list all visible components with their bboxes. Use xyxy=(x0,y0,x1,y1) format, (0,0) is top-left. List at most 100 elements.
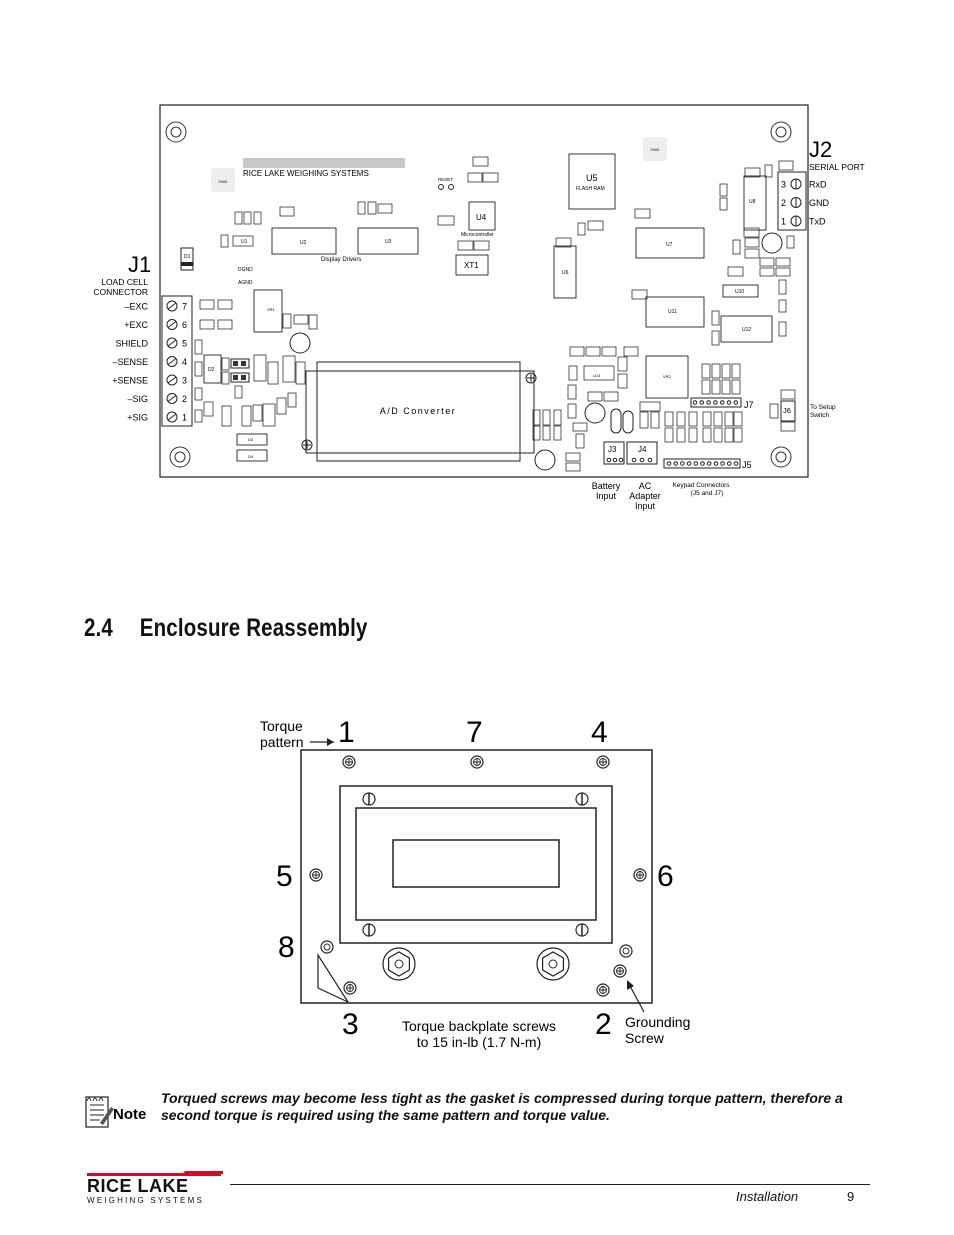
j1-pin-number: 5 xyxy=(182,339,187,349)
rice-lake-logo: RICE LAKE WEIGHING SYSTEMS xyxy=(87,1171,223,1205)
j1-pin-label: +EXC xyxy=(124,320,148,330)
grounding-screw-label: Screw xyxy=(625,1030,665,1046)
backplate-instruction: to 15 in-lb (1.7 N-m) xyxy=(417,1034,541,1050)
j2-pin-number: 3 xyxy=(781,180,786,190)
j1-pin-number: 3 xyxy=(182,376,187,386)
j1-pin-label: +SENSE xyxy=(112,376,148,386)
torque-pattern-label: Torque xyxy=(260,718,303,734)
j1-title: J1 xyxy=(128,252,151,277)
backplate xyxy=(300,749,653,1004)
backplate-screw xyxy=(470,755,484,769)
j1-pin: 2–SIG xyxy=(127,393,187,404)
logo-wordmark: RICE LAKE xyxy=(87,1176,189,1196)
display-screw xyxy=(362,923,376,937)
ac-adapter-label: Adapter xyxy=(629,491,661,501)
backplate-screw xyxy=(342,755,356,769)
circuit-board-diagram: GND GND RICE LAKE WEIGHING SYSTEMS 7 –EXC… xyxy=(93,104,865,511)
svg-text:U8: U8 xyxy=(749,199,756,205)
cable-gland xyxy=(382,947,416,981)
display-frame xyxy=(339,785,613,944)
j2-pin: 2 GND xyxy=(781,197,830,208)
company-label: RICE LAKE WEIGHING SYSTEMS xyxy=(243,169,369,178)
backplate-screw xyxy=(343,981,357,995)
torque-number-4: 4 xyxy=(591,716,608,749)
svg-text:RESET: RESET xyxy=(438,177,453,182)
grounding-arrow xyxy=(629,985,645,1013)
torque-number-6: 6 xyxy=(657,860,674,893)
torque-number-3: 3 xyxy=(342,1008,359,1041)
svg-text:U11: U11 xyxy=(668,309,677,315)
gnd-pad-label: GND xyxy=(651,147,660,152)
j1-pins: 7–EXC6+EXC5SHIELD4–SENSE3+SENSE2–SIG1+SI… xyxy=(112,300,187,423)
j2-title: J2 xyxy=(809,137,832,162)
svg-text:Microcontroller: Microcontroller xyxy=(461,232,494,238)
ground-strap xyxy=(317,952,350,1004)
display-bezel xyxy=(355,807,597,921)
svg-text:DGND: DGND xyxy=(238,267,253,273)
note-label: Note xyxy=(113,1106,146,1123)
enclosure-torque-diagram: 1 7 4 5 6 8 3 2 Torque pattern Torque ba… xyxy=(260,716,690,1050)
display-screw xyxy=(362,792,376,806)
section-title: Enclosure Reassembly xyxy=(139,614,368,642)
j1-pin-label: –EXC xyxy=(124,302,148,312)
j1-connector xyxy=(161,295,193,427)
section-number: 2.4 xyxy=(84,614,113,642)
backplate-screw xyxy=(596,755,610,769)
svg-text:U2: U2 xyxy=(300,240,307,246)
svg-text:J7: J7 xyxy=(744,400,754,410)
footer-rule xyxy=(230,1184,870,1185)
setup-switch-label: To Setup xyxy=(810,404,836,411)
ground-screw xyxy=(320,940,334,954)
j1-pin: 3 +SENSE xyxy=(112,374,187,386)
note-icon: Note xyxy=(85,1096,146,1128)
j1-pin-label: –SIG xyxy=(127,394,148,404)
j2-pin-label: GND xyxy=(809,198,830,208)
j2-connector xyxy=(777,171,807,231)
backplate-screw xyxy=(309,868,323,882)
svg-text:XT1: XT1 xyxy=(464,261,479,270)
svg-text:J4: J4 xyxy=(638,445,647,454)
cable-gland xyxy=(536,947,570,981)
svg-text:Display Drivers: Display Drivers xyxy=(321,257,361,263)
j1-pin-number: 6 xyxy=(182,320,187,330)
battery-input-label: Input xyxy=(596,491,617,501)
display-screw xyxy=(575,792,589,806)
ac-adapter-label: AC xyxy=(639,481,652,491)
svg-text:U10: U10 xyxy=(735,289,744,295)
gnd-pad xyxy=(211,168,235,192)
j2-pin: 3 RxD xyxy=(781,178,827,190)
j1-pin-label: SHIELD xyxy=(115,339,148,349)
backplate-screw xyxy=(596,983,610,997)
footer-section-name: Installation xyxy=(736,1189,799,1204)
svg-text:U6: U6 xyxy=(562,270,569,276)
j1-pin: 5 SHIELD xyxy=(115,337,187,349)
lcd-window xyxy=(392,839,560,888)
mounting-holes xyxy=(165,121,792,468)
display-screw xyxy=(575,923,589,937)
torque-number-8: 8 xyxy=(278,931,295,964)
battery-input-label: Battery xyxy=(592,481,621,491)
torque-number-5: 5 xyxy=(276,860,293,893)
torque-number-1: 1 xyxy=(338,716,355,749)
section-heading: 2.4 Enclosure Reassembly xyxy=(84,614,368,643)
j1-pin-number: 4 xyxy=(182,357,187,367)
keypad-connectors-label: Keypad Connectors xyxy=(672,482,730,489)
page-number: 9 xyxy=(847,1189,855,1204)
j2-pin-number: 2 xyxy=(781,198,786,208)
grounding-screw-label: Grounding xyxy=(625,1014,690,1030)
ground-screw xyxy=(619,944,633,958)
j1-pin-number: 7 xyxy=(182,302,187,312)
j2-subtitle: SERIAL PORT xyxy=(809,162,865,172)
gnd-pad-label: GND xyxy=(219,179,228,184)
svg-text:VR1: VR1 xyxy=(267,307,276,312)
svg-text:U12: U12 xyxy=(742,327,751,333)
svg-text:U1: U1 xyxy=(241,239,248,245)
logo-subtitle: WEIGHING SYSTEMS xyxy=(87,1196,204,1205)
setup-switch-label: Switch xyxy=(810,412,830,419)
svg-text:D4: D4 xyxy=(248,454,254,459)
ad-converter-outer xyxy=(305,370,535,454)
j2-pin-label: RxD xyxy=(809,180,827,190)
j1-subtitle: LOAD CELL xyxy=(101,277,148,287)
svg-text:U4: U4 xyxy=(476,213,487,222)
